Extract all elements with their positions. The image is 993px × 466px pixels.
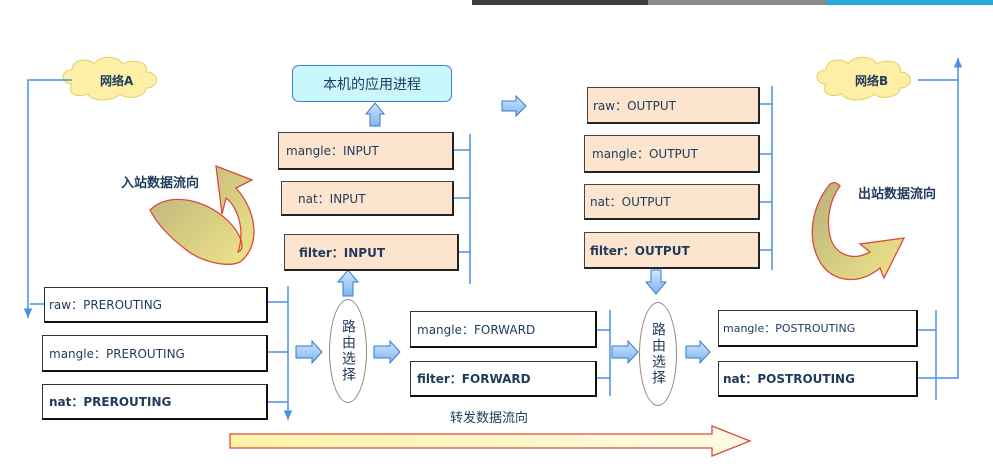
output-mangle-box: mangle：OUTPUT <box>584 135 760 173</box>
inbound-flow-label: 入站数据流向 <box>121 176 200 191</box>
prerouting-raw-box: raw：PREROUTING <box>44 287 268 323</box>
outbound-curved-arrow <box>811 182 906 281</box>
forward-flow-arrow <box>229 425 752 457</box>
connector-postrouting-outbound <box>918 58 963 400</box>
forward-filter-box: filter：FORWARD <box>410 361 597 397</box>
block-arrow-route-up-to-input <box>336 269 360 297</box>
header-bar-gray <box>648 0 826 5</box>
input-filter-box: filter：INPUT <box>284 234 459 271</box>
cloud-network-b <box>816 56 911 101</box>
connector-network-a-inbound <box>23 79 72 318</box>
header-bar-dark <box>472 0 648 5</box>
outbound-flow-label: 出站数据流向 <box>858 187 937 202</box>
input-nat-box: nat：INPUT <box>281 181 454 216</box>
output-nat-box: nat：OUTPUT <box>584 184 760 220</box>
routing-decision-left: 路由选择 <box>329 299 367 403</box>
connector-forward-bracket <box>597 310 611 396</box>
prerouting-mangle-box: mangle：PREROUTING <box>42 335 268 372</box>
inbound-curved-arrow <box>149 164 255 265</box>
cloud-network-a <box>62 56 157 101</box>
postrouting-mangle-box: mangle：POSTROUTING <box>718 310 918 347</box>
block-arrow-route-to-postrouting <box>685 339 711 365</box>
output-raw-box: raw：OUTPUT <box>587 87 760 124</box>
input-mangle-box: mangle：INPUT <box>278 132 454 170</box>
network-b-label: 网络B <box>855 74 889 88</box>
header-bar-blue <box>826 0 993 5</box>
network-a-label: 网络A <box>100 74 134 88</box>
forward-mangle-box: mangle：FORWARD <box>410 311 597 348</box>
connector-input-bracket <box>454 134 471 284</box>
prerouting-nat-box: nat：PREROUTING <box>42 384 268 420</box>
forward-flow-label: 转发数据流向 <box>450 411 529 426</box>
routing-decision-right: 路由选择 <box>639 302 677 406</box>
block-arrow-route-to-forward <box>373 339 401 365</box>
block-arrow-forward-to-route <box>611 339 639 365</box>
block-arrow-output-down-to-route <box>644 269 668 295</box>
block-arrow-input-up-to-app <box>364 102 386 127</box>
output-filter-box: filter：OUTPUT <box>584 232 760 269</box>
connector-output-bracket <box>760 86 773 270</box>
postrouting-nat-box: nat：POSTROUTING <box>718 361 918 397</box>
local-app-process-box: 本机的应用进程 <box>292 65 452 102</box>
block-arrow-prerouting-to-route <box>295 339 323 365</box>
block-arrow-app-to-output <box>501 94 527 118</box>
connector-prerouting-bracket <box>30 286 293 420</box>
